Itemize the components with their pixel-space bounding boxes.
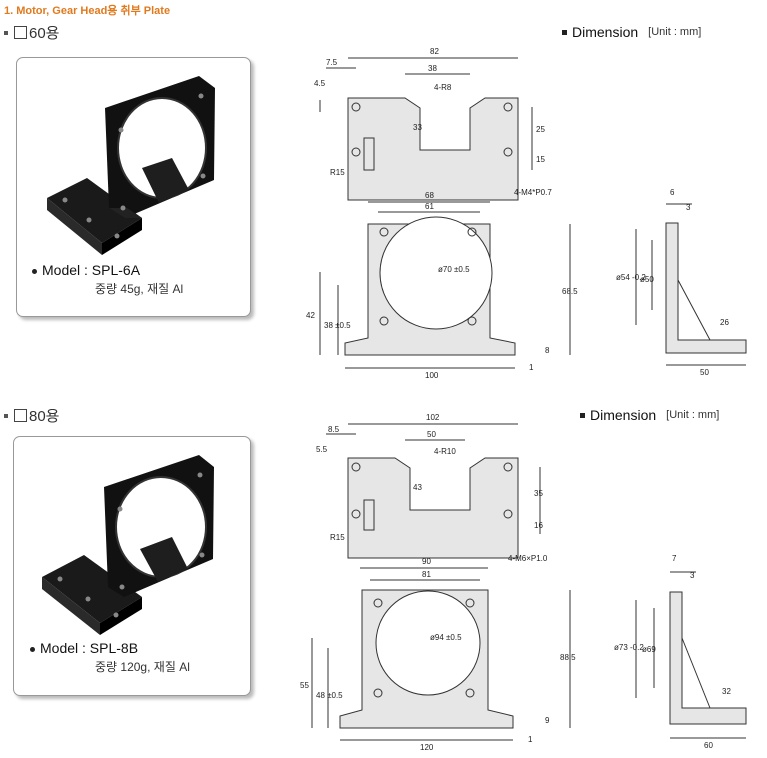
dim-inner: 38	[428, 64, 437, 73]
dim-width: 82	[430, 47, 439, 56]
dim-foot: 8	[545, 346, 550, 355]
section-60-header: 60용	[4, 22, 60, 43]
dot-icon	[30, 646, 35, 652]
dim-radius: R15	[330, 168, 345, 177]
section-size-label: 80용	[29, 408, 60, 425]
dim-right1: 35	[534, 489, 543, 498]
dim-side-d2: ø50	[640, 275, 654, 284]
dim-side-top2: 3	[686, 203, 691, 212]
dim-width: 102	[426, 413, 440, 422]
model-label-80: Model : SPL-8B	[30, 640, 138, 656]
dimension-label: Dimension	[572, 24, 639, 40]
dim-side-base: 60	[704, 741, 713, 750]
unit-label: [Unit : mm]	[648, 26, 702, 38]
dim-side-top1: 7	[672, 554, 677, 563]
dim-diameter: ø94 ±0.5	[430, 633, 462, 642]
dim-thick: 1	[528, 735, 533, 744]
model-text: Model : SPL-6A	[42, 262, 141, 278]
dimension-header-80: Dimension [Unit : mm]	[580, 407, 719, 423]
dim-height: 68.5	[562, 287, 578, 296]
bracket-photo-icon	[42, 455, 214, 635]
dimension-header-60: Dimension [Unit : mm]	[562, 24, 701, 40]
product-photo-box-60	[16, 57, 251, 317]
dim-diameter: ø70 ±0.5	[438, 265, 470, 274]
section-size-label: 60용	[29, 25, 60, 42]
dimension-drawing-60: 82 38 7.5 4.5 4-R8 33 25 15 R15 68 61 4-…	[306, 47, 747, 380]
dim-hole: 4.5	[314, 79, 326, 88]
dim-edge: 8.5	[328, 425, 340, 434]
dim-h42: 42	[306, 311, 315, 320]
dim-edge: 7.5	[326, 58, 338, 67]
section-80-header: 80용	[4, 405, 60, 426]
dim-thread: 4-M6×P1.0	[508, 554, 548, 563]
dim-radius: R15	[330, 533, 345, 542]
dim-slot: 4-R10	[434, 447, 456, 456]
dim-right2: 16	[534, 521, 543, 530]
dim-front-inner: 81	[422, 570, 431, 579]
dim-h42: 55	[300, 681, 309, 690]
page-title: 1. Motor, Gear Head용 취부 Plate	[4, 5, 171, 17]
bullet-icon	[4, 30, 8, 35]
spec-label-60: 중량 45g, 재질 Al	[95, 282, 184, 296]
bullet-icon	[580, 412, 585, 418]
dim-side-d1: ø54 -0.2	[616, 273, 646, 282]
dim-h38: 48 ±0.5	[316, 691, 343, 700]
dim-front-inner: 61	[425, 202, 434, 211]
dim-side-d1: ø73 -0.2	[614, 643, 644, 652]
dim-foot: 9	[545, 716, 550, 725]
bullet-icon	[562, 29, 567, 35]
dim-hole: 5.5	[316, 445, 328, 454]
bullet-icon	[4, 413, 8, 418]
dim-inner: 50	[427, 430, 436, 439]
unit-label: [Unit : mm]	[666, 409, 720, 421]
dim-height: 88.5	[560, 653, 576, 662]
dim-thread: 4-M4*P0.7	[514, 188, 552, 197]
dim-base: 100	[425, 371, 439, 380]
dim-base: 120	[420, 743, 434, 752]
dot-icon	[32, 268, 37, 274]
square-icon	[14, 409, 27, 422]
dim-slot-depth: 43	[413, 483, 422, 492]
dim-right2: 15	[536, 155, 545, 164]
dim-slot: 4-R8	[434, 83, 452, 92]
dim-front-outer: 90	[422, 557, 431, 566]
dim-side-rib: 26	[720, 318, 729, 327]
model-label-60: Model : SPL-6A	[32, 262, 140, 278]
model-text: Model : SPL-8B	[40, 640, 139, 656]
dim-slot-depth: 33	[413, 123, 422, 132]
product-photo-box-80	[13, 436, 251, 696]
square-icon	[14, 26, 27, 39]
spec-label-80: 중량 120g, 재질 Al	[95, 660, 190, 674]
dim-thick: 1	[529, 363, 534, 372]
dimension-drawing-80: 102 50 8.5 5.5 4-R10 43 35 16 R15 90 81 …	[300, 413, 747, 752]
dim-side-rib: 32	[722, 687, 731, 696]
dim-right1: 25	[536, 125, 545, 134]
dimension-label: Dimension	[590, 407, 657, 423]
dim-side-top1: 6	[670, 188, 675, 197]
dim-front-outer: 68	[425, 191, 434, 200]
dim-side-base: 50	[700, 368, 709, 377]
bracket-photo-icon	[47, 76, 215, 255]
dim-side-top2: 3	[690, 571, 695, 580]
dim-h38: 38 ±0.5	[324, 321, 351, 330]
dim-side-d2: ø69	[642, 645, 656, 654]
